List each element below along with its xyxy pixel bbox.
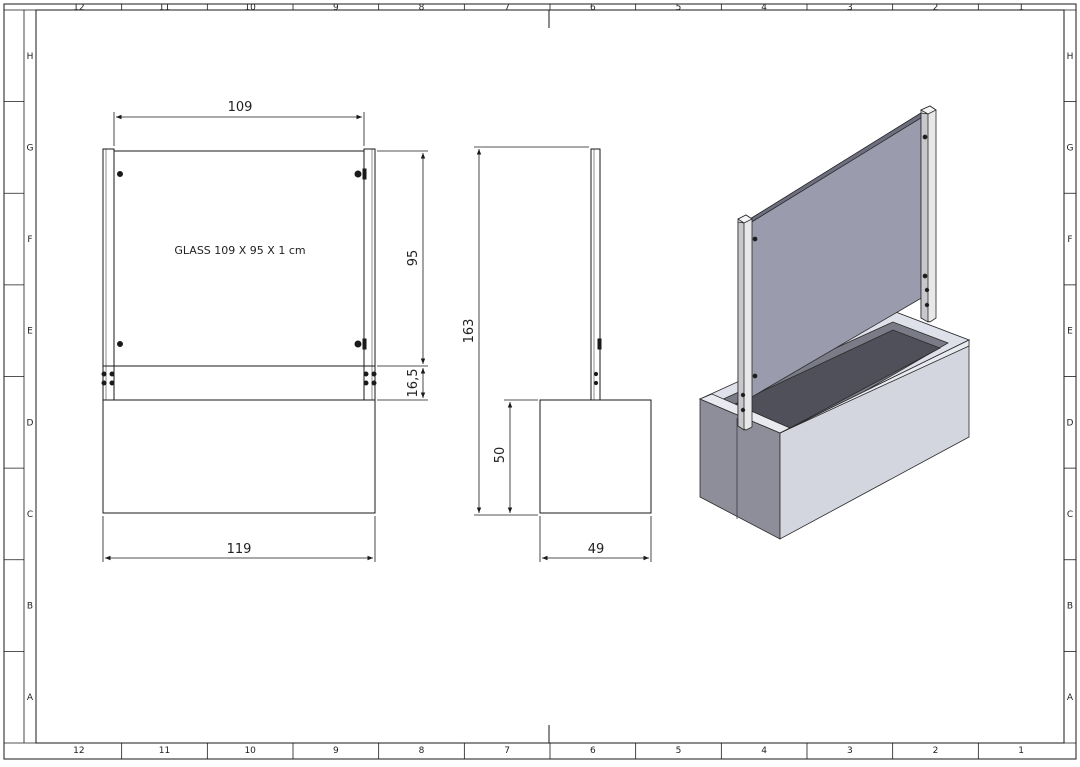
zone-col-label-top: 1	[1018, 3, 1024, 13]
front-dimensions	[102, 112, 428, 562]
zone-col-label-top: 10	[244, 3, 256, 13]
zone-col-label-bottom: 1	[1018, 746, 1024, 756]
zone-col-label-bottom: 6	[590, 746, 596, 756]
zone-row-label-left: H	[27, 52, 34, 62]
zone-row-label-right: C	[1067, 510, 1073, 520]
zone-col-label-top: 3	[847, 3, 853, 13]
side-view	[539, 148, 652, 514]
zone-col-label-bottom: 5	[676, 746, 682, 756]
zone-col-label-bottom: 12	[73, 746, 84, 756]
zone-col-label-bottom: 2	[933, 746, 939, 756]
side-dimensions	[474, 146, 652, 562]
dim-glass-height: 95	[406, 250, 421, 267]
zone-col-label-top: 5	[676, 3, 682, 13]
outer-border	[3, 3, 1077, 760]
zone-row-label-left: B	[27, 602, 33, 612]
zone-row-label-left: C	[27, 510, 33, 520]
zone-col-label-top: 2	[933, 3, 939, 13]
zone-col-label-bottom: 10	[244, 746, 256, 756]
zone-col-label-top: 6	[590, 3, 596, 13]
zone-col-label-bottom: 11	[159, 746, 170, 756]
dim-lower-gap: 16,5	[406, 369, 421, 398]
zone-row-label-left: E	[27, 327, 33, 337]
zone-col-label-bottom: 4	[761, 746, 767, 756]
zone-row-label-right: D	[1067, 418, 1074, 428]
zone-row-label-right: A	[1067, 693, 1074, 703]
zone-col-label-bottom: 8	[419, 746, 425, 756]
zone-col-label-bottom: 9	[333, 746, 339, 756]
zone-col-label-top: 4	[761, 3, 767, 13]
zone-row-label-left: A	[27, 693, 34, 703]
zone-row-label-right: B	[1067, 602, 1073, 612]
dim-box-depth: 49	[588, 542, 605, 557]
zone-col-label-bottom: 7	[504, 746, 510, 756]
zone-col-label-top: 12	[73, 3, 84, 13]
front-view	[101, 148, 377, 514]
dim-box-width: 119	[227, 542, 252, 557]
zone-row-label-left: F	[27, 235, 32, 245]
zone-row-label-right: G	[1067, 143, 1074, 153]
zone-col-label-top: 11	[159, 3, 170, 13]
dim-box-height: 50	[493, 447, 508, 464]
isometric-view	[698, 105, 971, 540]
zone-row-label-left: G	[27, 143, 34, 153]
zone-row-label-left: D	[27, 418, 34, 428]
zone-col-label-top: 8	[419, 3, 425, 13]
zone-col-label-top: 7	[504, 3, 510, 13]
zone-row-label-right: H	[1067, 52, 1074, 62]
dim-glass-width: 109	[228, 100, 253, 115]
zone-row-label-right: F	[1067, 235, 1072, 245]
dim-total-height: 163	[462, 319, 477, 344]
zone-col-label-top: 9	[333, 3, 339, 13]
glass-note: GLASS 109 X 95 X 1 cm	[174, 244, 305, 257]
zone-row-label-right: E	[1067, 327, 1073, 337]
zone-col-label-bottom: 3	[847, 746, 853, 756]
